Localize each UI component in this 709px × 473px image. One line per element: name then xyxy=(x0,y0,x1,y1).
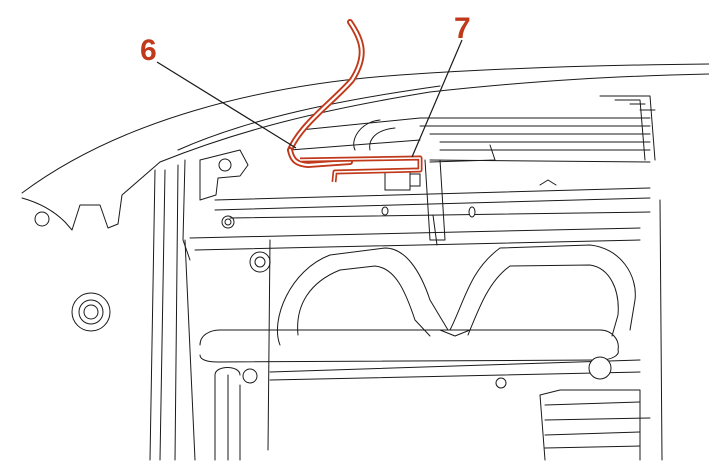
leader-lines xyxy=(156,39,463,158)
leader-line-6 xyxy=(156,61,297,149)
callout-7: 7 xyxy=(454,12,471,45)
lower-frame xyxy=(184,199,663,461)
leader-line-7 xyxy=(411,39,463,158)
arched-openings xyxy=(276,244,636,346)
left-bracket xyxy=(71,149,271,461)
callout-6: 6 xyxy=(140,34,157,67)
dashboard-outline xyxy=(21,63,709,231)
harness-7 xyxy=(299,155,423,183)
harness-6 xyxy=(287,19,365,169)
vent-louvres xyxy=(214,95,656,219)
